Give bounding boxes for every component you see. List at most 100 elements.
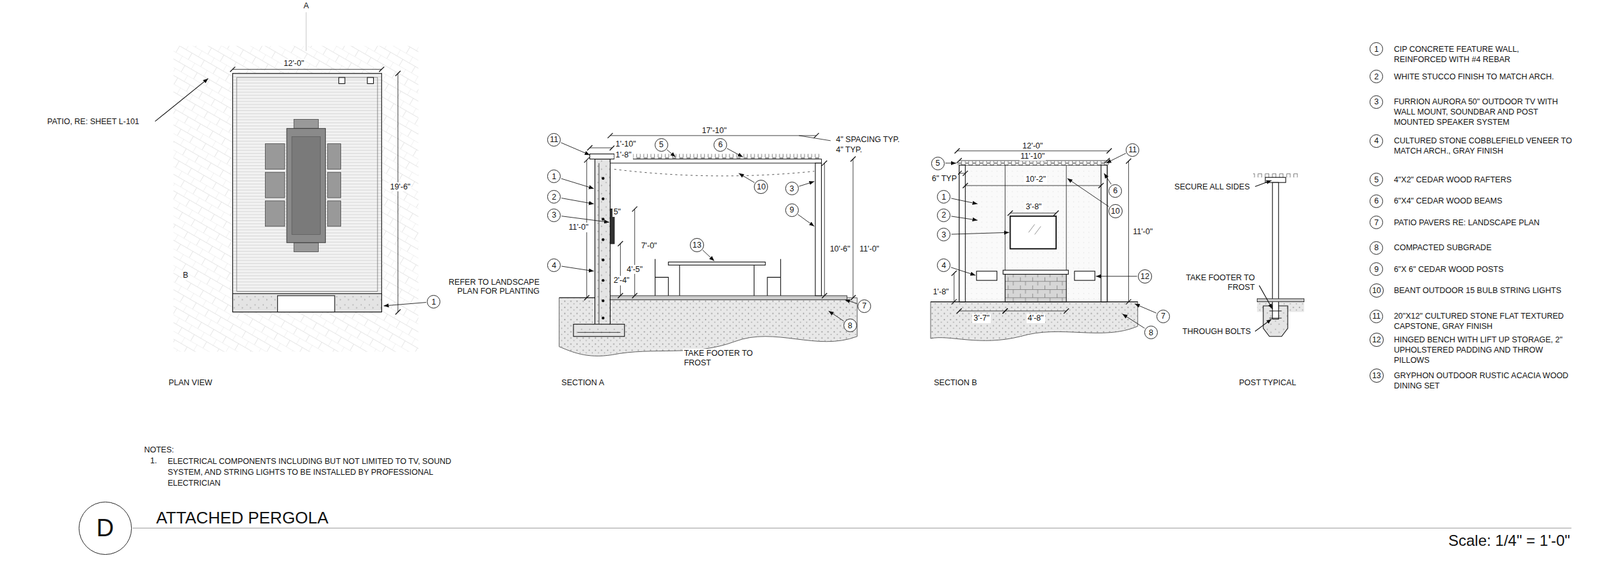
keynote-item: 10BEANT OUTDOOR 15 BULB STRING LIGHTS [1369,283,1574,298]
section-b [957,161,1110,166]
dimension-line [607,133,613,139]
callout-number: 3 [941,230,946,240]
keynote-text: BEANT OUTDOOR 15 BULB STRING LIGHTS [1393,285,1574,296]
section-a [559,135,858,356]
dimension-line [850,156,856,162]
post-detail [1269,310,1282,312]
keynote-bubble: 2 [1369,69,1384,84]
section-b [1004,165,1006,272]
dimension-line [1106,148,1112,154]
keynote-bubble: 12 [1369,332,1384,347]
plan-view [154,12,418,352]
dimension-line [951,299,957,305]
callout-bubble: 1 [426,295,441,309]
section-b [1100,165,1108,302]
callout-number: 6 [718,140,723,150]
annotation-label: 4" TYP. [834,145,864,155]
title-rule [132,528,1572,530]
keynote-number: 12 [1372,335,1382,345]
annotation-label: SECTION B [932,378,978,388]
keynote-number: 13 [1372,371,1382,381]
leader-line [561,198,594,205]
callout-number: 2 [551,192,557,202]
plan-view [286,128,326,243]
callout-number: 1 [551,172,557,182]
dimension-line [395,71,401,77]
dimension-line [232,69,383,70]
leader-line [945,162,957,164]
keynote-number: 5 [1374,175,1379,185]
keynote-text: 4"X2" CEDAR WOOD RAFTERS [1393,174,1574,185]
annotation-label: 3'-7" [972,313,991,323]
dimension-line [850,295,856,301]
section-b [1004,273,1067,303]
keynote-description: CIP CONCRETE FEATURE WALL, REINFORCED WI… [1393,44,1574,65]
section-b [1002,270,1069,274]
callout-bubble: 3 [547,208,561,223]
dimension-line [1063,308,1069,314]
callout-bubble: 2 [547,190,561,204]
keynote-text: 6"X4" CEDAR WOOD BEAMS [1393,195,1574,207]
keynote-text: FURRION AURORA 50" OUTDOOR TV WITH WALL … [1393,96,1574,128]
keynote-bubble: 11 [1369,309,1384,324]
leader-line [1104,173,1112,185]
leader-line [798,181,815,187]
annotation-label: REFER TO LANDSCAPE PLAN FOR PLANTING [442,277,541,297]
section-a [815,163,822,296]
section-a [655,259,669,296]
callout-number: 5 [935,158,941,168]
callout-bubble: 8 [1144,325,1158,340]
keynote-text: CIP CONCRETE FEATURE WALL, REINFORCED WI… [1393,44,1574,65]
annotation-label: TAKE FOOTER TO FROST [1180,273,1257,292]
keynote-description: WHITE STUCCO FINISH TO MATCH ARCH. [1393,71,1574,82]
leader-line [951,267,976,276]
keynote-text: PATIO PAVERS RE: LANDSCAPE PLAN [1393,217,1574,228]
keynote-description: PATIO PAVERS RE: LANDSCAPE PLAN [1393,217,1574,228]
section-a [612,154,822,160]
leader-line [383,142,1156,329]
keynote-bubble: 1 [1369,42,1384,56]
annotation-label: 1'-8" [931,287,951,297]
dimension-line [959,310,1006,312]
leader-line [561,178,594,189]
annotation-label: 1. [149,456,159,466]
dimension-line [584,295,590,301]
section-a [609,295,847,300]
dimension-line [617,241,623,247]
dimension-line [584,157,590,163]
callout-number: 1 [431,297,436,307]
annotation-label: 11'-10" [1019,151,1047,161]
section-b [959,165,966,302]
keynote-item: 96"X 6" CEDAR WOOD POSTS [1369,262,1574,276]
keynote-description: BEANT OUTDOOR 15 BULB STRING LIGHTS [1393,285,1574,296]
plan-view [338,77,345,84]
plan-view [327,144,342,170]
section-a [601,258,605,262]
post-detail [1269,318,1282,319]
annotation-label: 4'-5" [625,264,644,274]
callout-bubble: 5 [931,156,945,171]
keynote-bubble: 8 [1369,241,1384,255]
annotation-label: 10'-2" [1024,174,1048,184]
plan-view [236,77,378,292]
leader-line [561,266,594,272]
keynote-item: 4CULTURED STONE COBBLEFIELD VENEER TO MA… [1369,134,1574,157]
section-b [1074,271,1096,281]
annotation-label: PLAN VIEW [167,378,214,388]
plan-view [305,12,307,52]
annotation-label: NOTES: [142,445,176,455]
callout-number: 7 [862,301,867,311]
keynote-bubble: 3 [1369,95,1384,109]
annotation-label: 11'-0" [1131,227,1154,237]
keynote-number: 2 [1374,72,1379,82]
keynote-description: 20"X12" CULTURED STONE FLAT TEXTURED CAP… [1393,311,1574,332]
dimension-line [620,243,621,296]
post-detail [1258,285,1273,310]
dimension-line [954,148,960,154]
keynote-number: 1 [1374,44,1379,54]
section-b [976,271,998,281]
keynote-number: 3 [1374,97,1379,107]
keynote-text: GRYPHON OUTDOOR RUSTIC ACACIA WOOD DININ… [1393,370,1574,392]
callout-bubble: 10 [1108,204,1123,219]
